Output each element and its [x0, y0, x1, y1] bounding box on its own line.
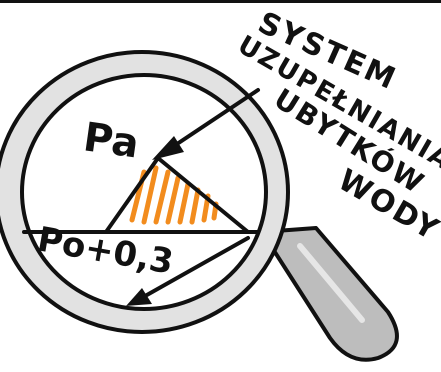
top-border [0, 0, 441, 3]
magnifier-handle [262, 228, 397, 360]
label-pa: Pa [81, 114, 142, 167]
